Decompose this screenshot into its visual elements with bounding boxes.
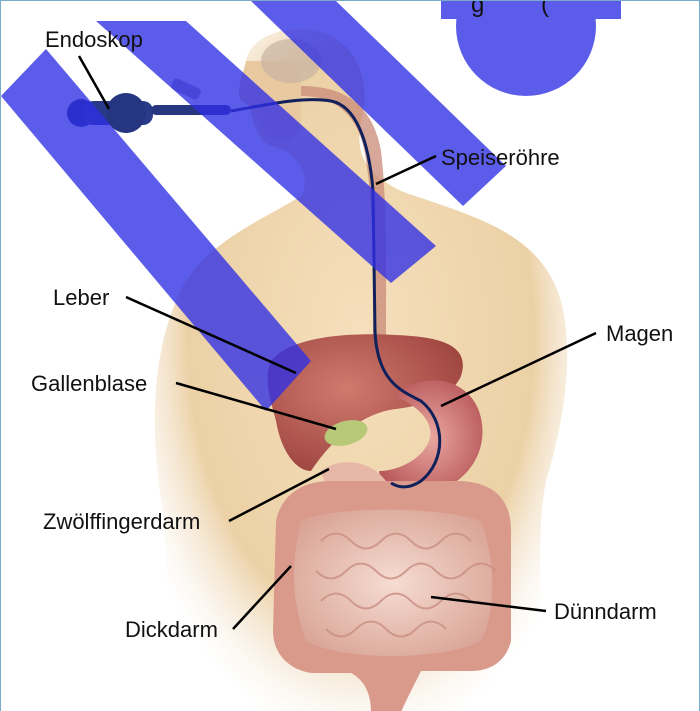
label-gallenblase: Gallenblase: [31, 373, 147, 395]
title-fragment-left: g: [471, 0, 484, 19]
label-zwoelffingerdarm: Zwölffingerdarm: [43, 511, 200, 533]
title-fragment-right: (: [541, 0, 549, 19]
label-leber: Leber: [53, 287, 109, 309]
label-duenndarm: Dünndarm: [554, 601, 657, 623]
label-speiseroehre: Speiseröhre: [441, 147, 560, 169]
label-endoskop: Endoskop: [45, 29, 143, 51]
label-dickdarm: Dickdarm: [125, 619, 218, 641]
label-magen: Magen: [606, 323, 673, 345]
